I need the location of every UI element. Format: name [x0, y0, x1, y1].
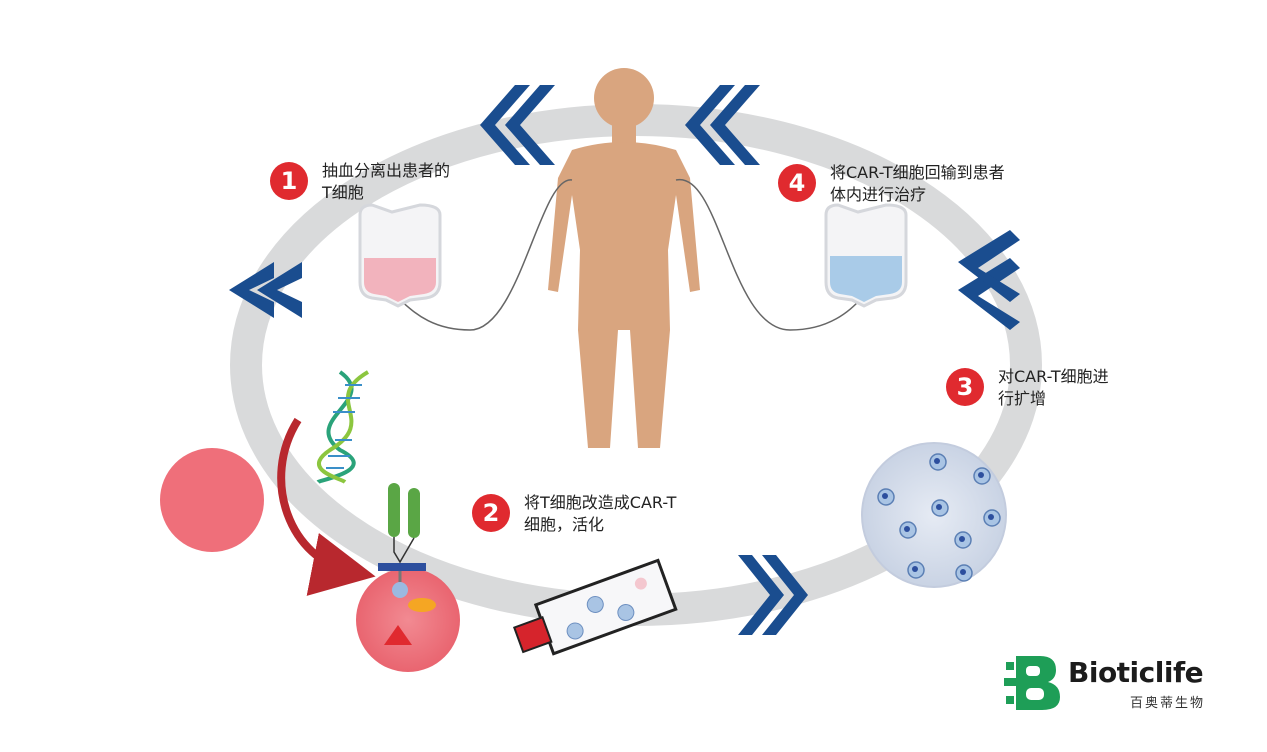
- step-4: 4 将CAR-T细胞回输到患者 体内进行治疗: [778, 162, 1005, 206]
- step-number-badge: 2: [472, 494, 510, 532]
- dna-helix-icon: [316, 370, 370, 484]
- blood-bag-icon: [358, 203, 442, 308]
- flow-chevron-top-right: [685, 85, 760, 165]
- t-cell-icon: [160, 448, 264, 552]
- transformation-arrow: [277, 417, 376, 596]
- patient-body: [548, 68, 700, 448]
- flow-chevron-right: [958, 230, 1020, 330]
- car-t-infusion-bag-icon: [824, 203, 908, 308]
- logo-name: Bioticlife: [1068, 656, 1204, 689]
- step-description: 将CAR-T细胞回输到患者 体内进行治疗: [830, 163, 1005, 204]
- step-description: 对CAR-T细胞进 行扩增: [998, 367, 1109, 408]
- step-2: 2 将T细胞改造成CAR-T 细胞，活化: [472, 492, 676, 536]
- step-number-badge: 1: [270, 162, 308, 200]
- step-number-badge: 3: [946, 368, 984, 406]
- step-3: 3 对CAR-T细胞进 行扩增: [946, 366, 1109, 410]
- logo-subtitle: 百奥蒂生物: [1130, 696, 1206, 711]
- car-t-cell-icon: [356, 483, 460, 672]
- brand-logo: Bioticlife 百奥蒂生物: [1002, 652, 1232, 714]
- bioticlife-logo-icon: [1004, 656, 1060, 710]
- iv-line-left: [399, 179, 573, 331]
- expanded-cells-dish-icon: [861, 442, 1007, 588]
- flow-chevron-bottom: [738, 555, 808, 635]
- iv-line-right: [675, 179, 861, 331]
- step-1: 1 抽血分离出患者的 T细胞: [270, 160, 450, 204]
- culture-flask-icon: [512, 558, 678, 656]
- step-description: 抽血分离出患者的 T细胞: [322, 161, 451, 202]
- step-description: 将T细胞改造成CAR-T 细胞，活化: [524, 493, 677, 534]
- flow-chevron-left: [229, 262, 302, 318]
- flow-chevron-top-left: [480, 85, 555, 165]
- step-number-badge: 4: [778, 164, 816, 202]
